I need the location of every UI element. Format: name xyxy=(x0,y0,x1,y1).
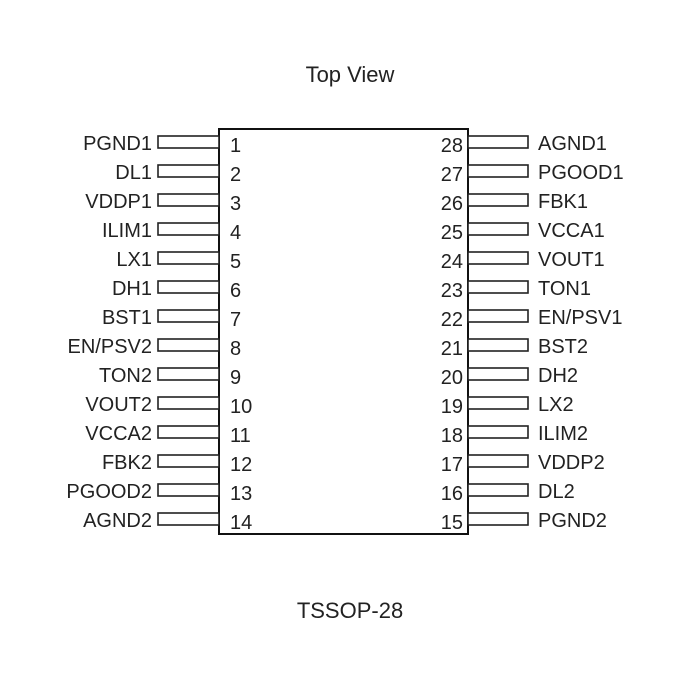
pin-number: 16 xyxy=(441,483,463,505)
pin-number: 1 xyxy=(230,135,241,157)
pin-name: VDDP1 xyxy=(85,191,152,213)
pin-name: PGOOD1 xyxy=(538,162,624,184)
chip-body xyxy=(218,128,469,535)
pin-name: VOUT2 xyxy=(85,394,152,416)
pin-lead xyxy=(467,193,529,207)
pin-name: AGND1 xyxy=(538,133,607,155)
pin-name: AGND2 xyxy=(83,510,152,532)
pin-lead xyxy=(157,135,220,149)
pin-number: 14 xyxy=(230,512,252,534)
pin-lead xyxy=(157,367,220,381)
pin-name: VCCA1 xyxy=(538,220,605,242)
pin-number: 12 xyxy=(230,454,252,476)
pin-number: 18 xyxy=(441,425,463,447)
pin-name: DL2 xyxy=(538,481,575,503)
pin-name: ILIM1 xyxy=(102,220,152,242)
pin-lead xyxy=(467,280,529,294)
pin-name: BST2 xyxy=(538,336,588,358)
pin-number: 22 xyxy=(441,309,463,331)
pin-lead xyxy=(467,483,529,497)
pin-lead xyxy=(467,309,529,323)
pin-number: 5 xyxy=(230,251,241,273)
pin-name: DH2 xyxy=(538,365,578,387)
pin-lead xyxy=(157,309,220,323)
pin-name: BST1 xyxy=(102,307,152,329)
pin-lead xyxy=(157,280,220,294)
pin-number: 10 xyxy=(230,396,252,418)
pin-number: 9 xyxy=(230,367,241,389)
pin-name: FBK2 xyxy=(102,452,152,474)
pin-number: 17 xyxy=(441,454,463,476)
pin-number: 28 xyxy=(441,135,463,157)
pin-number: 4 xyxy=(230,222,241,244)
pin-lead xyxy=(157,251,220,265)
pin-lead xyxy=(157,164,220,178)
diagram-title: Top View xyxy=(306,62,395,87)
pin-lead xyxy=(467,338,529,352)
pin-number: 13 xyxy=(230,483,252,505)
pin-name: TON2 xyxy=(99,365,152,387)
pin-lead xyxy=(467,164,529,178)
pin-name: VOUT1 xyxy=(538,249,605,271)
pin-lead xyxy=(157,425,220,439)
pin-name: EN/PSV2 xyxy=(68,336,152,358)
pin-number: 21 xyxy=(441,338,463,360)
pin-lead xyxy=(467,222,529,236)
pin-lead xyxy=(467,454,529,468)
pin-lead xyxy=(467,251,529,265)
pin-lead xyxy=(467,425,529,439)
pin-number: 20 xyxy=(441,367,463,389)
pin-lead xyxy=(157,193,220,207)
pin-lead xyxy=(157,483,220,497)
pin-number: 2 xyxy=(230,164,241,186)
pin-lead xyxy=(467,367,529,381)
pin-number: 23 xyxy=(441,280,463,302)
pin-number: 8 xyxy=(230,338,241,360)
pin-name: LX2 xyxy=(538,394,574,416)
pin-name: EN/PSV1 xyxy=(538,307,622,329)
pin-number: 25 xyxy=(441,222,463,244)
pin-name: DL1 xyxy=(115,162,152,184)
pin-lead xyxy=(467,135,529,149)
pin-number: 26 xyxy=(441,193,463,215)
pin-number: 3 xyxy=(230,193,241,215)
pin-name: ILIM2 xyxy=(538,423,588,445)
pin-lead xyxy=(157,454,220,468)
pin-name: PGOOD2 xyxy=(66,481,152,503)
pin-name: FBK1 xyxy=(538,191,588,213)
pin-name: LX1 xyxy=(116,249,152,271)
pin-lead xyxy=(467,512,529,526)
package-label: TSSOP-28 xyxy=(297,598,403,623)
pin-lead xyxy=(157,222,220,236)
pin-name: DH1 xyxy=(112,278,152,300)
pin-lead xyxy=(157,396,220,410)
pin-number: 27 xyxy=(441,164,463,186)
pin-number: 11 xyxy=(230,425,251,447)
pin-name: VCCA2 xyxy=(85,423,152,445)
pin-number: 15 xyxy=(441,512,463,534)
pin-number: 24 xyxy=(441,251,463,273)
pin-name: PGND2 xyxy=(538,510,607,532)
pin-lead xyxy=(157,512,220,526)
pin-number: 7 xyxy=(230,309,241,331)
pin-number: 19 xyxy=(441,396,463,418)
pin-name: PGND1 xyxy=(83,133,152,155)
pin-name: VDDP2 xyxy=(538,452,605,474)
pin-number: 6 xyxy=(230,280,241,302)
pin-lead xyxy=(467,396,529,410)
pin-name: TON1 xyxy=(538,278,591,300)
pin-lead xyxy=(157,338,220,352)
